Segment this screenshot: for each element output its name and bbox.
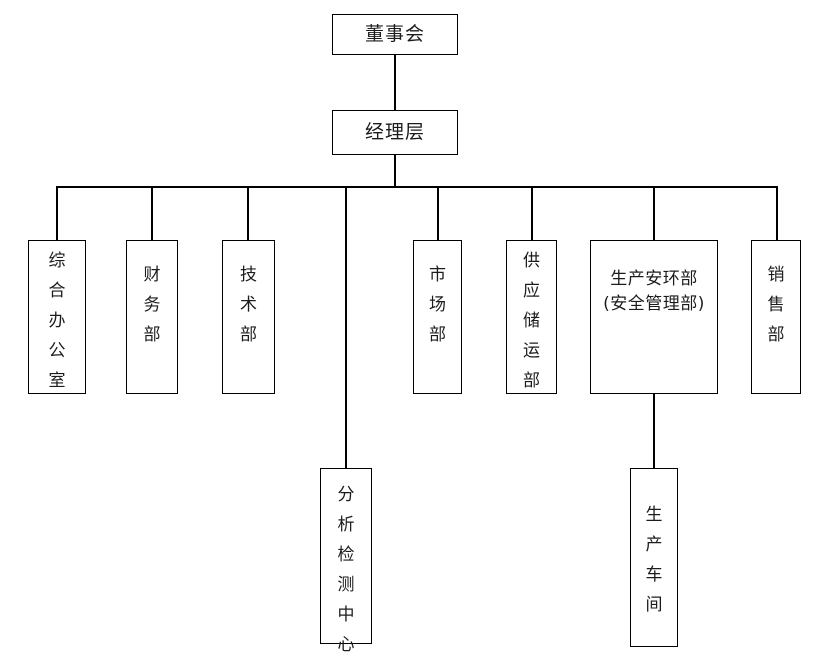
label-char: 供 [523, 251, 540, 271]
label-char: 售 [767, 295, 785, 315]
label-char: 术 [240, 295, 257, 315]
node-workshop-label: 生 产 车 间 [646, 507, 663, 614]
label-char: 间 [645, 595, 663, 615]
node-sales-label: 销 售 部 [768, 267, 785, 344]
label-char: 生 [645, 505, 663, 525]
node-management-label: 经理层 [364, 120, 425, 143]
connector-bus-to-sales [776, 186, 778, 240]
label-char: 公 [48, 341, 66, 361]
label-char: 检 [337, 545, 355, 565]
label-char: 综 [48, 251, 66, 271]
label-char: 应 [523, 281, 540, 301]
node-management[interactable]: 经理层 [332, 110, 458, 155]
connector-bus-to-technology [247, 186, 249, 240]
label-char: 部 [767, 325, 785, 345]
label-char: 中 [337, 605, 355, 625]
label-char: 务 [143, 295, 161, 315]
connector-safety-to-workshop [653, 394, 655, 469]
node-finance-department[interactable]: 财 务 部 [126, 240, 178, 394]
label-char: 市 [429, 265, 446, 285]
node-safety-label-line1: 生产安环部 [610, 269, 698, 289]
node-supply-storage-transport-department[interactable]: 供 应 储 运 部 [506, 240, 557, 394]
node-supply-label: 供 应 储 运 部 [523, 253, 540, 390]
label-char: 室 [48, 371, 66, 391]
label-char: 储 [523, 311, 540, 331]
label-char: 场 [429, 295, 446, 315]
connector-bus-to-market [437, 186, 439, 240]
node-finance-label: 财 务 部 [144, 267, 161, 344]
distribution-bus [56, 186, 778, 188]
label-char: 销 [767, 265, 785, 285]
node-safety-label-line2: (安全管理部) [603, 293, 705, 314]
label-char: 心 [337, 635, 355, 655]
node-general-office-label: 综 合 办 公 室 [49, 253, 66, 390]
node-market-department[interactable]: 市 场 部 [413, 240, 462, 394]
node-board-of-directors[interactable]: 董事会 [332, 14, 458, 55]
node-sales-department[interactable]: 销 售 部 [751, 240, 801, 394]
node-analysis-testing-center[interactable]: 分 析 检 测 中 心 [320, 468, 372, 654]
label-char: 析 [337, 515, 355, 535]
label-char: 财 [143, 265, 161, 285]
connector-bus-to-lab [345, 186, 347, 469]
node-production-safety-environment-department[interactable]: 生产安环部 (安全管理部) [590, 240, 718, 394]
node-lab-label: 分 析 检 测 中 心 [338, 487, 355, 654]
connector-board-to-management [394, 55, 396, 111]
label-char: 产 [645, 535, 663, 555]
label-char: 部 [523, 371, 540, 391]
node-production-workshop[interactable]: 生 产 车 间 [630, 468, 678, 647]
label-char: 部 [429, 325, 446, 345]
label-char: 车 [645, 565, 663, 585]
node-technology-department[interactable]: 技 术 部 [222, 240, 275, 394]
connector-bus-to-finance [151, 186, 153, 240]
connector-bus-to-safety [653, 186, 655, 240]
label-char: 部 [143, 325, 161, 345]
node-technology-label: 技 术 部 [240, 267, 257, 344]
node-market-label: 市 场 部 [429, 267, 446, 344]
label-char: 技 [240, 265, 257, 285]
node-board-label: 董事会 [364, 22, 425, 45]
label-char: 测 [337, 575, 355, 595]
node-general-office[interactable]: 综 合 办 公 室 [28, 240, 86, 394]
label-char: 办 [48, 311, 66, 331]
connector-bus-to-office [56, 186, 58, 240]
connector-bus-to-supply [531, 186, 533, 240]
label-char: 部 [240, 325, 257, 345]
label-char: 合 [48, 281, 66, 301]
label-char: 分 [337, 485, 355, 505]
connector-management-to-bus [394, 155, 396, 187]
label-char: 运 [523, 341, 540, 361]
